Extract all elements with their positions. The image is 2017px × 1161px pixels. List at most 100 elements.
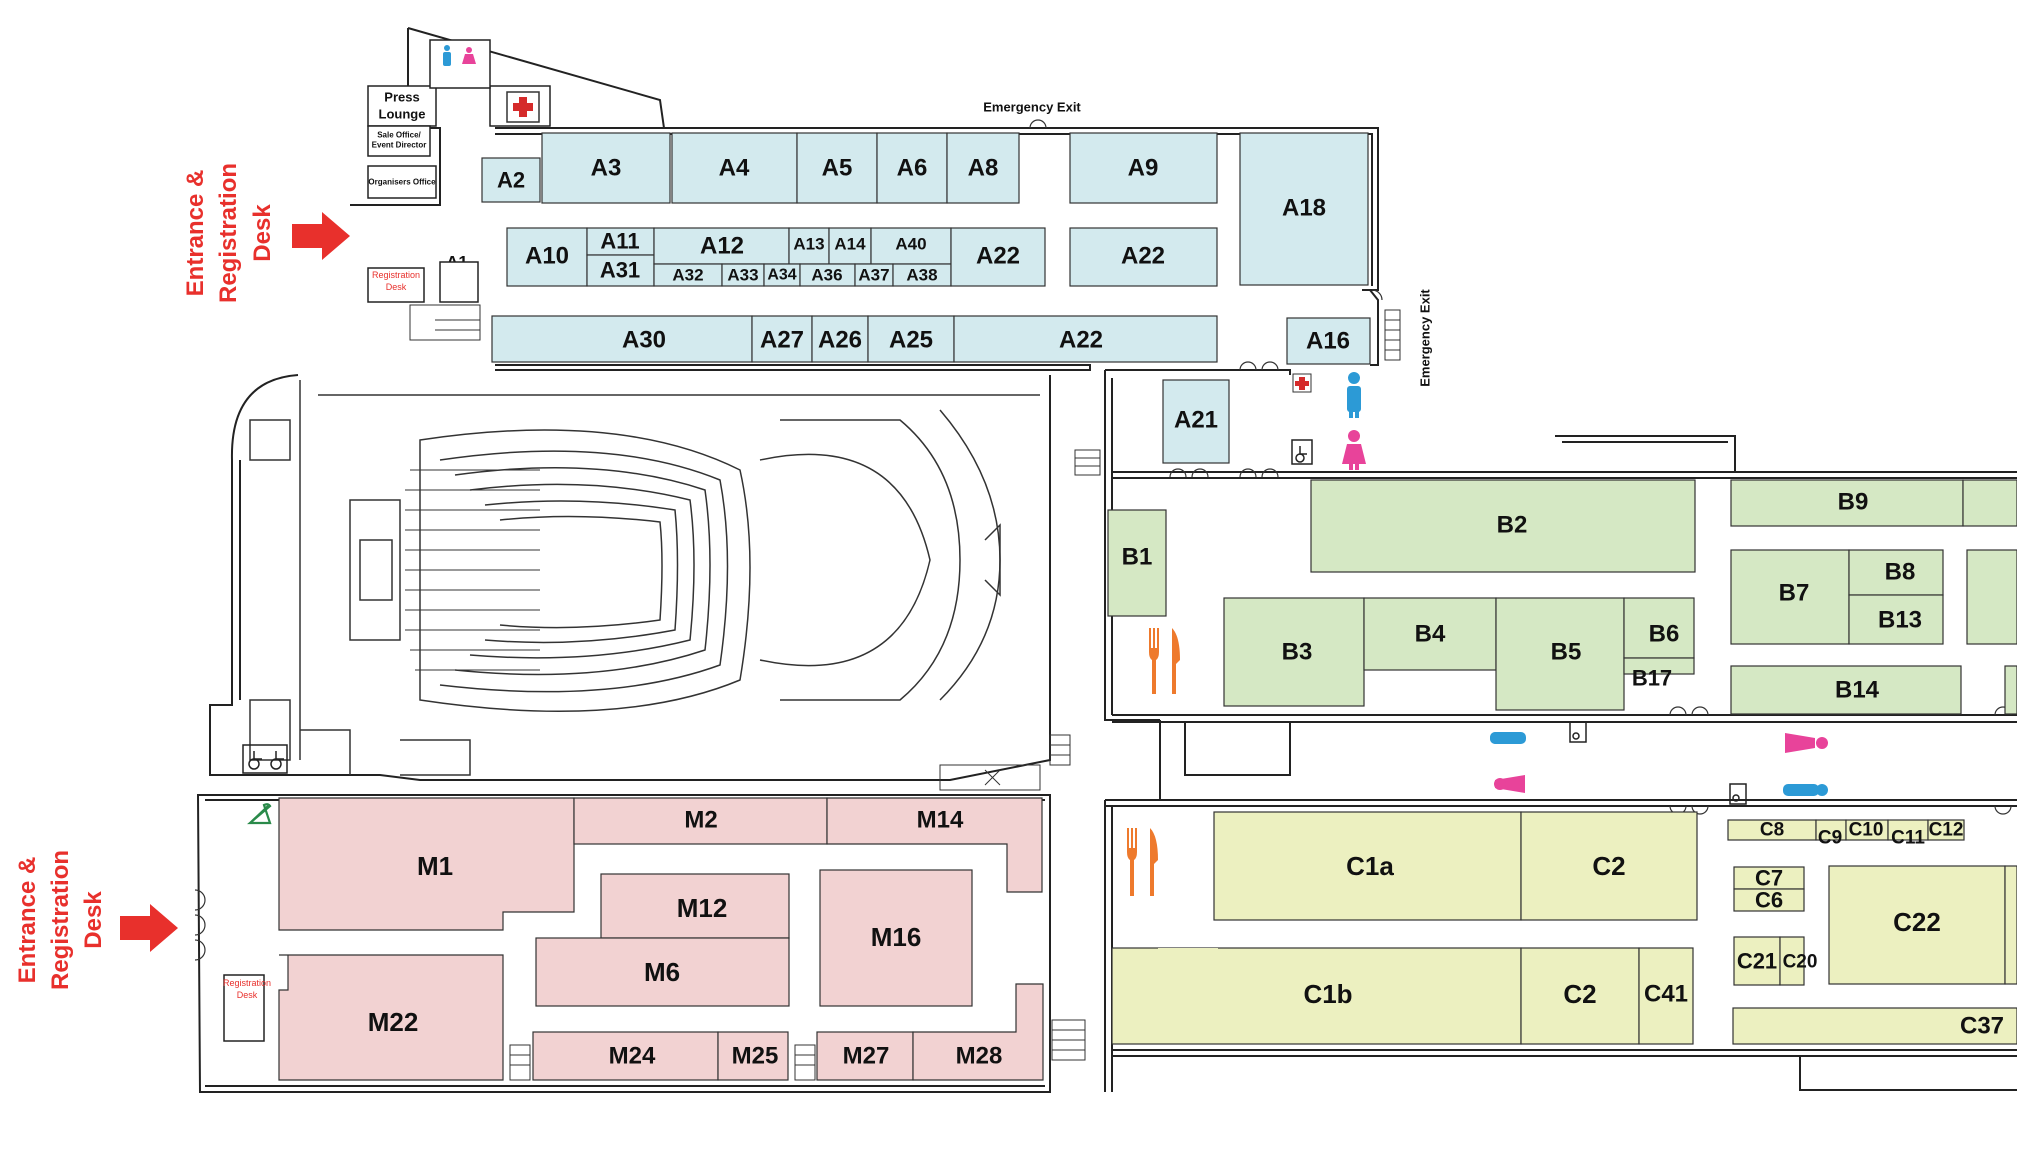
stand-C20[interactable]: [1779, 936, 1805, 986]
male-toilet-icon: [1490, 732, 1526, 744]
stand-A2[interactable]: [481, 157, 541, 203]
stand-M12-label: M12: [677, 893, 728, 923]
stand-A18[interactable]: [1239, 132, 1369, 286]
stand-M16-label: M16: [871, 922, 922, 952]
stand-A22-a[interactable]: [950, 227, 1046, 287]
stand-B5-label: B5: [1551, 639, 1582, 666]
stand-C2-a[interactable]: [1520, 811, 1698, 921]
wheelchair-icon: [242, 744, 288, 774]
stand-C12[interactable]: [1927, 819, 1965, 841]
stand-A30[interactable]: [491, 315, 753, 363]
stand-B6[interactable]: [1623, 597, 1695, 659]
stand-B17[interactable]: [1623, 657, 1695, 675]
entrance-top-label-3: Desk: [249, 204, 276, 262]
stand-C1b[interactable]: [1111, 947, 1522, 1045]
stand-A6[interactable]: [876, 132, 948, 204]
stand-M22[interactable]: [278, 954, 504, 1081]
stand-C2-a-label: C2: [1592, 851, 1625, 881]
stand-M2-label: M2: [684, 807, 717, 834]
stairs: [409, 304, 1401, 1081]
stand-A27[interactable]: [751, 315, 813, 363]
stand-B4-label: B4: [1415, 621, 1446, 648]
wheelchair-icon: [1291, 439, 1313, 465]
press-lounge-label-1: Press: [384, 90, 419, 105]
stand-A12[interactable]: [653, 227, 790, 265]
female-toilet-icon: [1494, 775, 1525, 793]
stand-M14-label: M14: [917, 807, 964, 834]
stand-B9-ext: [1962, 479, 2017, 527]
stand-A4[interactable]: [671, 132, 798, 204]
stand-C22[interactable]: [1828, 865, 2006, 985]
stand-A25[interactable]: [867, 315, 955, 363]
zone-a: [481, 132, 1371, 464]
stand-M27-label: M27: [843, 1043, 890, 1070]
stand-C2-b[interactable]: [1520, 947, 1640, 1045]
stand-A40[interactable]: [870, 227, 952, 265]
stand-M6-label: M6: [644, 957, 680, 987]
stand-B13-label: B13: [1878, 607, 1922, 634]
restaurant-icon: [1127, 828, 1158, 896]
stand-A16[interactable]: [1286, 317, 1371, 365]
stand-B14-label: B14: [1835, 677, 1880, 704]
stand-A8[interactable]: [946, 132, 1020, 204]
stand-B1[interactable]: [1107, 509, 1167, 617]
sale-office-label-2: Event Director: [372, 141, 427, 150]
stand-B9-label: B9: [1838, 489, 1869, 516]
stand-M28-label: M28: [956, 1043, 1003, 1070]
stand-M22-label: M22: [368, 1007, 419, 1037]
stand-A22-c[interactable]: [953, 315, 1218, 363]
stand-M6[interactable]: [535, 937, 790, 1007]
stand-A10[interactable]: [506, 227, 588, 287]
stand-M2[interactable]: [573, 797, 828, 845]
stand-M14[interactable]: [826, 797, 1043, 893]
stand-C41[interactable]: [1638, 947, 1694, 1045]
stand-A31[interactable]: [586, 254, 655, 287]
stand-B8-label: B8: [1885, 559, 1916, 586]
stand-C6-label: C6: [1755, 888, 1783, 913]
stand-A21[interactable]: [1162, 379, 1230, 464]
stand-A22-a-label: A22: [976, 243, 1020, 270]
stand-C1a[interactable]: [1213, 811, 1522, 921]
stand-C6[interactable]: [1733, 888, 1805, 912]
stand-A9[interactable]: [1069, 132, 1218, 204]
stand-A13[interactable]: [788, 227, 830, 265]
sale-office-label-1: Sale Office/: [377, 131, 421, 140]
stand-B7[interactable]: [1730, 549, 1850, 645]
stand-A26-label: A26: [818, 327, 862, 354]
stand-M16[interactable]: [819, 869, 973, 1007]
stand-B14-ext: [2004, 665, 2017, 715]
stand-B3[interactable]: [1223, 597, 1365, 707]
entrance-arrow-icon: [120, 904, 178, 952]
stand-M12[interactable]: [600, 873, 790, 939]
registration-desk-top-label-1: Registration: [372, 270, 420, 280]
stand-A3[interactable]: [541, 132, 671, 204]
stand-C21-label: C21: [1737, 949, 1777, 974]
stand-A5[interactable]: [796, 132, 878, 204]
a1-booth: [439, 261, 479, 303]
stand-A34-label: A34: [767, 267, 796, 284]
press-lounge: [367, 85, 437, 127]
stand-C41-label: C41: [1644, 981, 1688, 1008]
theatre-seating: [405, 469, 540, 671]
stand-B17-label: B17: [1632, 666, 1672, 691]
stand-A22-b[interactable]: [1069, 227, 1218, 287]
stand-B14[interactable]: [1730, 665, 1962, 715]
stand-C21[interactable]: [1733, 936, 1781, 986]
stand-M25[interactable]: [717, 1031, 789, 1081]
stand-B4[interactable]: [1363, 597, 1497, 671]
cloakroom-icon: [247, 803, 272, 825]
stand-M28[interactable]: [912, 983, 1044, 1081]
stand-B2[interactable]: [1310, 479, 1696, 573]
stand-B13[interactable]: [1848, 594, 1944, 645]
stand-A2-label: A2: [497, 168, 525, 193]
press-lounge-label-2: Lounge: [379, 107, 426, 122]
stand-M24[interactable]: [532, 1031, 719, 1081]
stand-A32-label: A32: [672, 266, 703, 285]
stand-B8[interactable]: [1848, 549, 1944, 596]
stand-A14[interactable]: [828, 227, 872, 265]
stand-C37[interactable]: [1732, 1007, 2017, 1045]
stand-A27-label: A27: [760, 327, 804, 354]
stand-B5[interactable]: [1495, 597, 1625, 711]
